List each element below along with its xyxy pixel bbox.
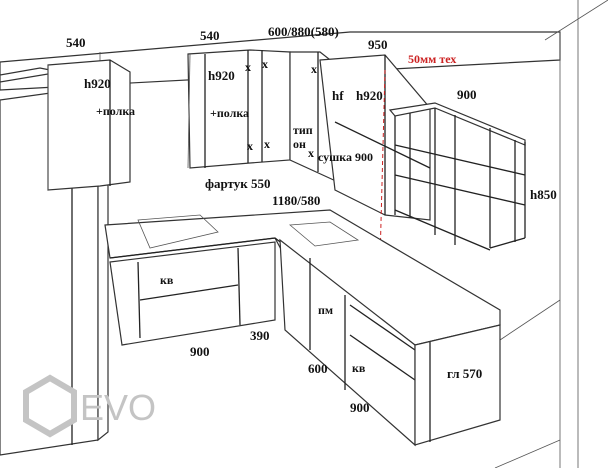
label-right-hf: hf bbox=[332, 88, 344, 103]
evo-logo-hexagon-icon bbox=[23, 374, 77, 438]
label-top-mid-x2: x bbox=[262, 57, 268, 71]
label-top-mid-height: h920 bbox=[208, 68, 235, 83]
label-backsplash: фартук 550 bbox=[205, 176, 271, 191]
upper-cabinet-left bbox=[47, 59, 131, 191]
label-shelf-width: 900 bbox=[457, 87, 477, 102]
label-base-600: 600 bbox=[308, 361, 328, 376]
label-top-left-width: 540 bbox=[66, 35, 86, 50]
open-shelf-unit bbox=[388, 102, 526, 251]
label-top-left-shelf: +полка bbox=[96, 104, 135, 118]
label-right-height: h920 bbox=[356, 88, 383, 103]
base-cabinets-right bbox=[279, 238, 501, 447]
label-right-width: 950 bbox=[368, 37, 388, 52]
label-corner-on: он bbox=[293, 137, 306, 151]
evo-logo: EVO bbox=[23, 374, 156, 438]
label-tech-gap: 50мм тех bbox=[408, 52, 456, 66]
label-corner-x2: x bbox=[308, 146, 314, 160]
base-cabinets-left bbox=[109, 241, 276, 346]
label-base-left-width: 900 bbox=[190, 344, 210, 359]
label-corner-dims: 600/880(580) bbox=[268, 24, 339, 39]
evo-logo-text: EVO bbox=[80, 387, 156, 428]
label-top-mid-shelf: +полка bbox=[210, 106, 249, 120]
label-top-mid-width: 540 bbox=[200, 28, 220, 43]
label-top-mid-x3: x bbox=[247, 139, 253, 153]
label-kv-right: кв bbox=[352, 361, 366, 375]
dimension-labels: 540 h920 +полка 540 h920 +полка x x x x … bbox=[66, 24, 557, 415]
label-top-left-height: h920 bbox=[84, 76, 111, 91]
label-base-390: 390 bbox=[250, 328, 270, 343]
label-dryer: сушка 900 bbox=[318, 150, 373, 164]
label-countertop-corner: 1180/580 bbox=[272, 193, 320, 208]
label-shelf-height: h850 bbox=[530, 187, 557, 202]
label-depth: гл 570 bbox=[447, 366, 482, 381]
label-corner-type: тип bbox=[293, 123, 313, 137]
label-corner-x1: x bbox=[311, 62, 317, 76]
label-pm: пм bbox=[318, 303, 333, 317]
label-top-mid-x4: x bbox=[264, 137, 270, 151]
label-top-mid-x1: x bbox=[245, 60, 251, 74]
label-base-right-width: 900 bbox=[350, 400, 370, 415]
upper-cabinet-right bbox=[319, 54, 431, 261]
upper-cabinet-middle bbox=[187, 49, 291, 169]
label-kv-left: кв bbox=[160, 273, 174, 287]
